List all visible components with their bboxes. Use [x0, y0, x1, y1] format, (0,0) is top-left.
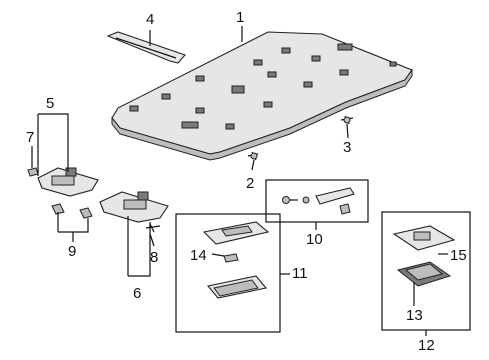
callout-11: 11	[292, 265, 308, 282]
callout-14: 14	[190, 247, 207, 264]
callout-10: 10	[306, 231, 323, 248]
callout-1: 1	[236, 9, 245, 26]
trim-strip-part	[106, 31, 186, 64]
callout-8: 8	[150, 249, 159, 266]
callout-4: 4	[146, 11, 155, 28]
visor-clip-part-7	[27, 167, 39, 177]
headliner-panel-part	[111, 31, 413, 161]
callout-2: 2	[246, 175, 255, 192]
grab-handle-box	[265, 179, 369, 223]
sunvisor-right-part	[99, 191, 169, 223]
visor-hooks-part-9	[51, 203, 93, 219]
callout-15: 15	[450, 247, 467, 264]
callout-3: 3	[343, 139, 352, 156]
sunvisor-left-part	[37, 167, 99, 197]
callout-9: 9	[68, 243, 77, 260]
dome-lamp-box	[381, 211, 471, 331]
clip-part-2	[247, 151, 259, 161]
callout-6: 6	[133, 285, 142, 302]
clip-part-3	[340, 115, 354, 125]
callout-12: 12	[418, 337, 435, 354]
callout-7: 7	[26, 129, 35, 146]
leader-lines	[31, 26, 448, 336]
callout-13: 13	[406, 307, 423, 324]
map-lamp-box	[175, 213, 281, 333]
callout-5: 5	[46, 95, 55, 112]
visor-clip-part-8	[145, 223, 161, 233]
